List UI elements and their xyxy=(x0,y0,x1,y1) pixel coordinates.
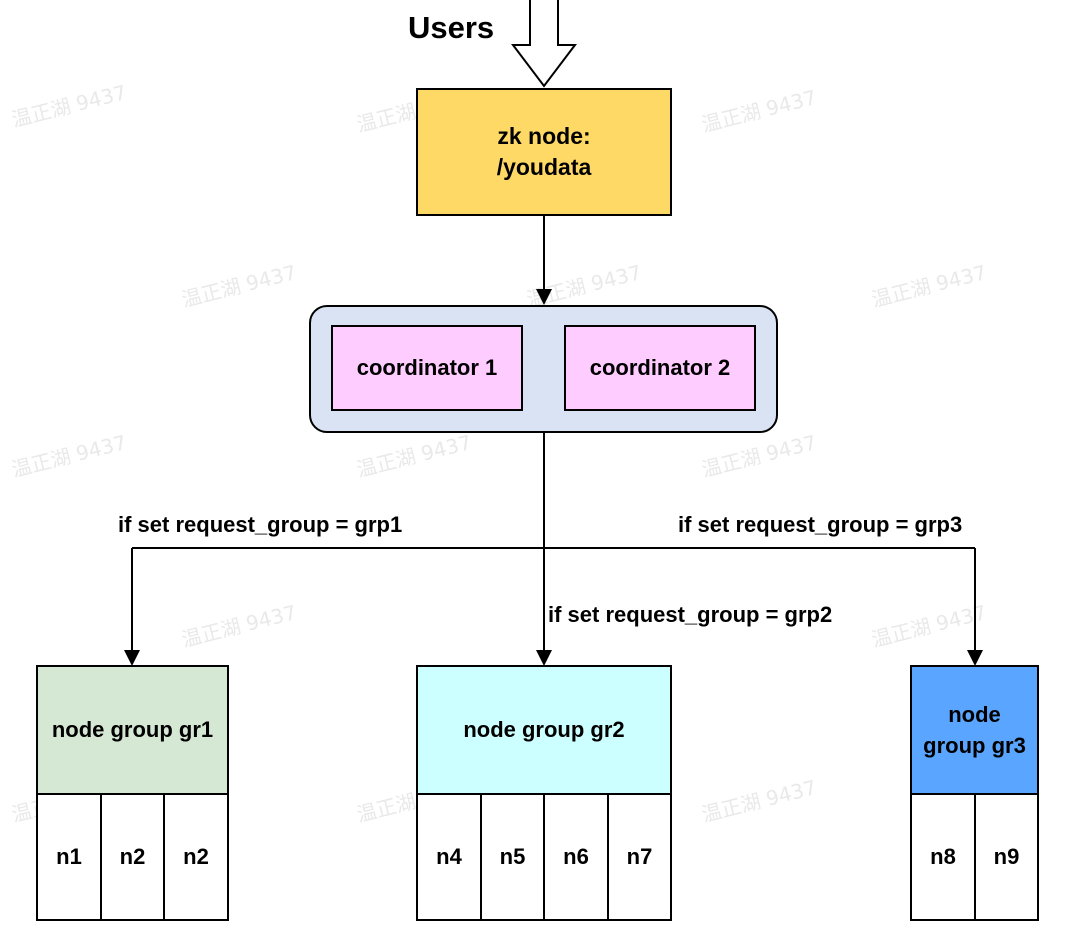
node-cell: n7 xyxy=(607,793,672,921)
branch-label-grp3: if set request_group = grp3 xyxy=(678,512,963,537)
node-label: n7 xyxy=(626,844,653,869)
arrowhead xyxy=(536,650,552,666)
node-cell: n8 xyxy=(910,793,976,921)
users-arrow xyxy=(510,0,578,88)
node-group-gr1-title: node group gr1 xyxy=(51,717,214,742)
node-label: n5 xyxy=(499,844,526,869)
node-label: n4 xyxy=(436,844,462,869)
zk-node-line2: /youdata xyxy=(496,154,592,180)
coordinator-2-label: coordinator 2 xyxy=(589,355,731,380)
node-group-gr2-title: node group gr2 xyxy=(463,717,625,742)
node-cell: n9 xyxy=(974,793,1039,921)
coordinator-1-label: coordinator 1 xyxy=(356,355,498,380)
node-cell: n6 xyxy=(543,793,609,921)
node-label: n9 xyxy=(993,844,1020,869)
arrowhead xyxy=(536,289,552,305)
node-cell: n4 xyxy=(416,793,482,921)
node-group-gr1-header: node group gr1 xyxy=(36,665,229,795)
branch-label-grp2: if set request_group = grp2 xyxy=(548,602,833,627)
node-cell: n2 xyxy=(163,793,229,921)
node-cell: n5 xyxy=(480,793,545,921)
node-label: n2 xyxy=(183,844,209,869)
coordinator-2-box: coordinator 2 xyxy=(564,325,756,411)
node-group-gr3-title-line1: node xyxy=(948,702,1001,727)
node-group-gr2-header: node group gr2 xyxy=(416,665,672,795)
node-label: n1 xyxy=(56,844,82,869)
node-label: n6 xyxy=(563,844,589,869)
arrowhead xyxy=(967,650,983,666)
node-cell: n2 xyxy=(100,793,165,921)
users-label: Users xyxy=(408,10,495,45)
coordinator-1-box: coordinator 1 xyxy=(331,325,523,411)
node-group-gr3-header: node group gr3 xyxy=(910,665,1039,795)
node-label: n8 xyxy=(930,844,956,869)
zk-node-box: zk node: /youdata xyxy=(416,88,672,216)
node-label: n2 xyxy=(119,844,146,869)
arrowhead xyxy=(124,650,140,666)
zk-node-line1: zk node: xyxy=(497,123,591,149)
node-group-gr3-title-line2: group gr3 xyxy=(923,733,1026,758)
node-cell: n1 xyxy=(36,793,102,921)
branch-label-grp1: if set request_group = grp1 xyxy=(118,512,403,537)
